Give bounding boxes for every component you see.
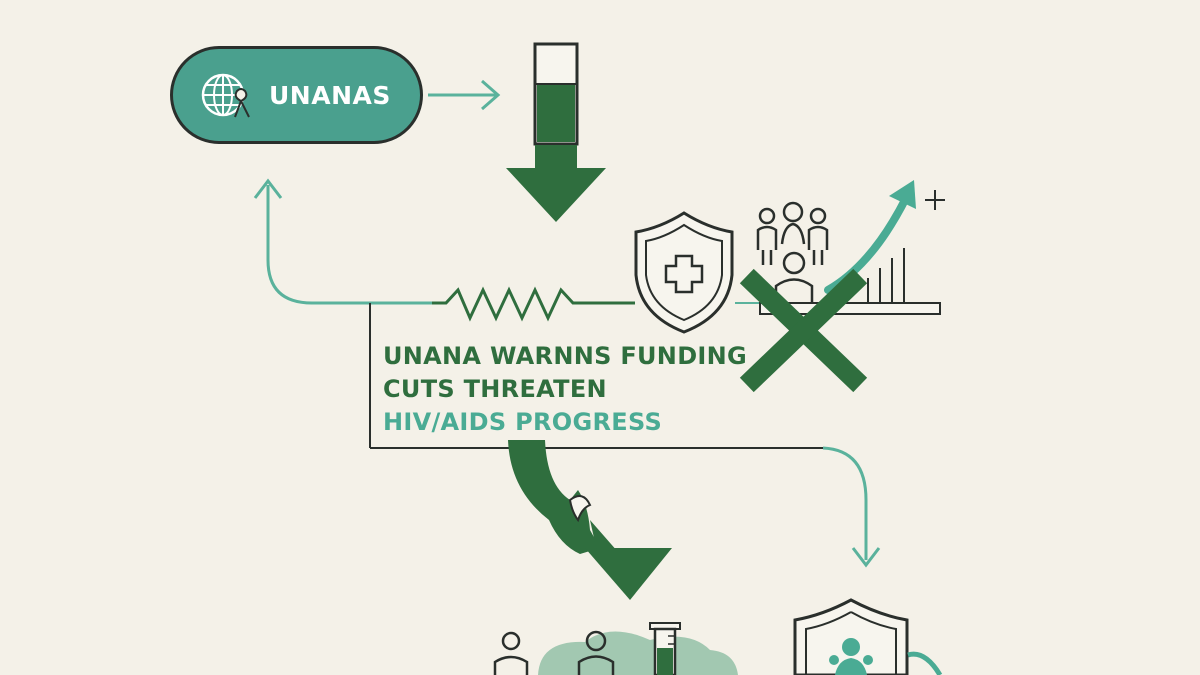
funding-tube-icon <box>533 42 579 146</box>
shield-person-icon <box>793 598 943 675</box>
headline-line-3: HIV/AIDS PROGRESS <box>383 408 663 436</box>
person-icon <box>493 631 529 675</box>
organization-label: UNANAS <box>269 81 391 110</box>
shield-cross-icon <box>634 211 734 334</box>
curved-arrow-icon <box>508 440 672 600</box>
zigzag-line-icon <box>432 286 760 322</box>
arrow-up-icon <box>253 178 432 305</box>
headline-line-1: UNANA WARNNS FUNDING <box>383 342 748 370</box>
cloud-shape <box>538 631 738 675</box>
x-mark-icon <box>739 268 868 393</box>
headline-line-2: CUTS THREATEN <box>383 375 607 403</box>
growth-chart-icon <box>759 248 941 315</box>
person-icon <box>577 630 615 675</box>
test-tube-icon <box>649 622 681 675</box>
arrow-down-icon <box>506 145 606 222</box>
headline-bracket <box>369 303 881 568</box>
plus-icon <box>925 190 945 210</box>
arrow-up-right-icon <box>824 180 916 294</box>
headline: UNANA WARNNS FUNDING CUTS THREATEN HIV/A… <box>383 340 763 439</box>
people-group-icon <box>756 201 829 303</box>
arrow-right-icon <box>428 79 501 111</box>
organization-pill: UNANAS <box>170 46 423 144</box>
globe-ribbon-icon <box>201 73 250 118</box>
